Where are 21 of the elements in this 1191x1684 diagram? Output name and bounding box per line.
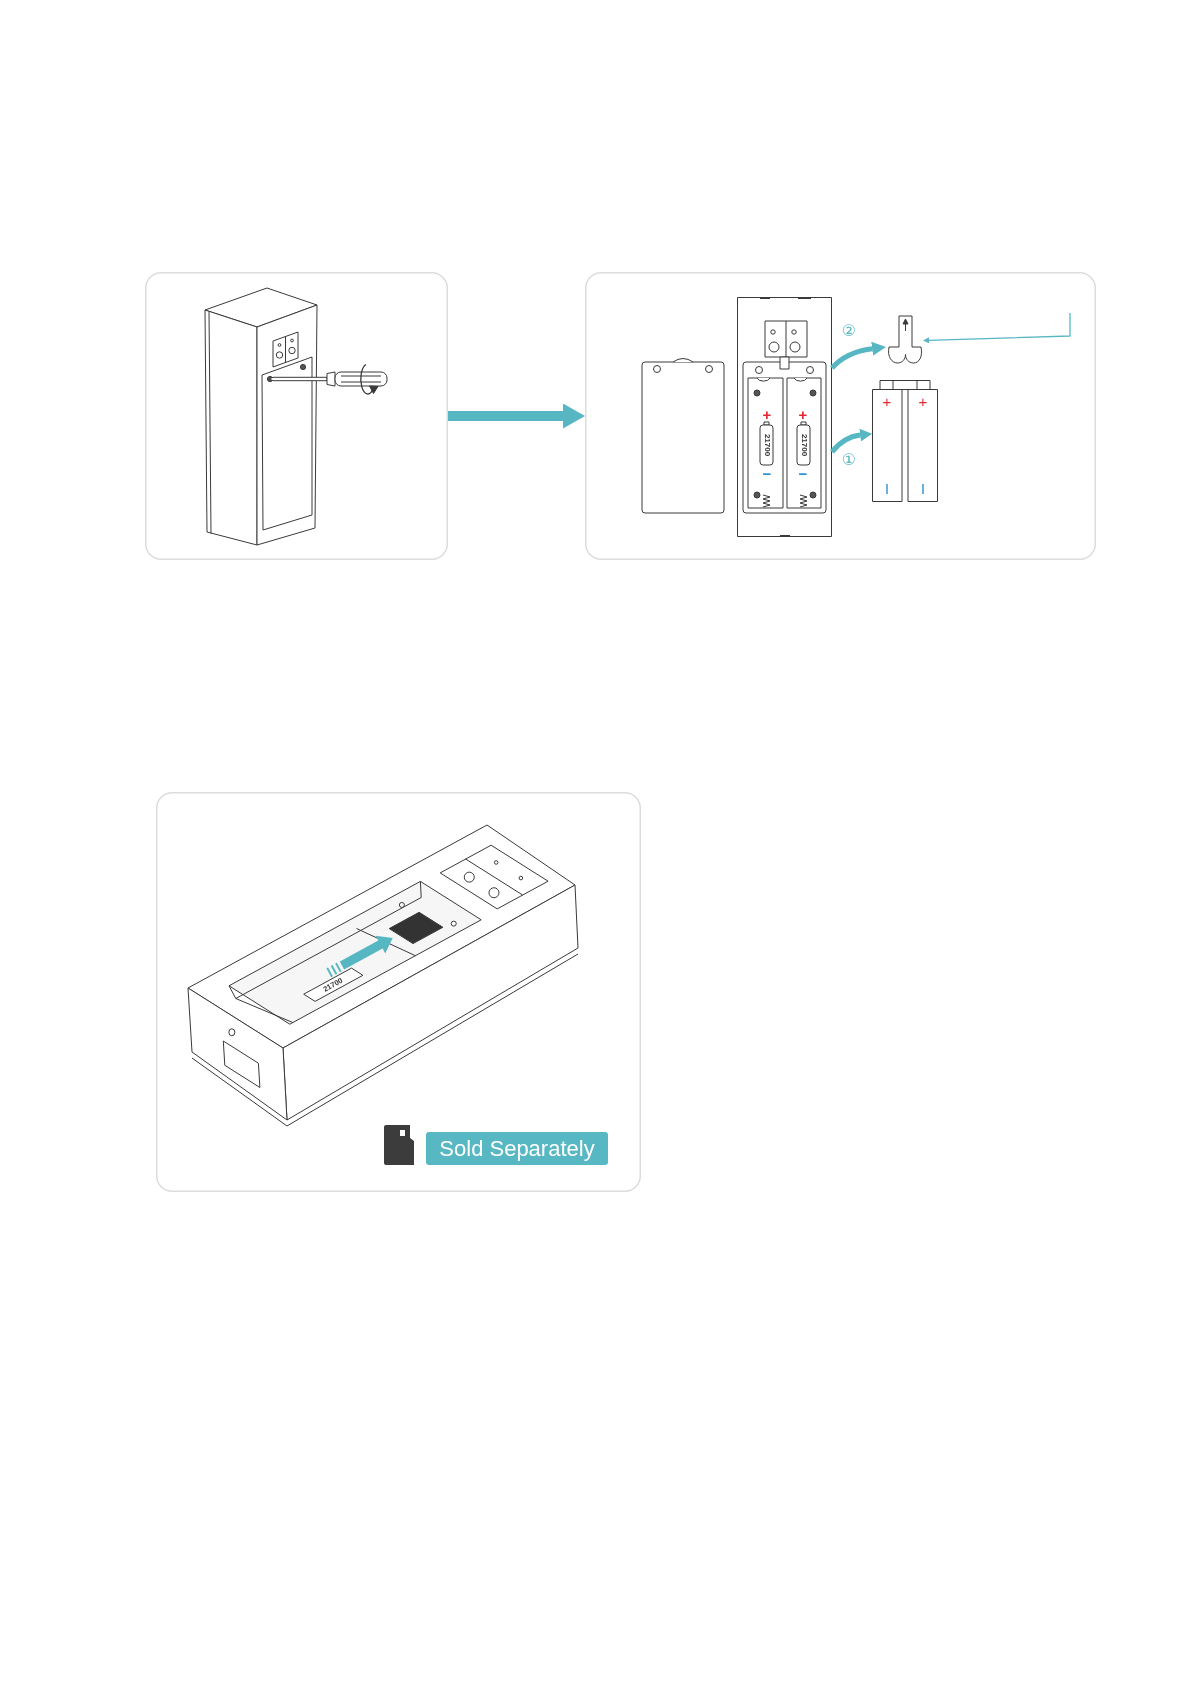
polarity-sign: −: [762, 465, 772, 481]
polarity-sign: +: [882, 393, 892, 409]
curved-arrow: [830, 428, 872, 454]
battery-marking: 21700: [762, 433, 771, 457]
step-panel: [156, 792, 641, 1192]
polarity-sign: +: [798, 406, 808, 422]
polarity-sign: −: [798, 465, 808, 481]
hook-tool-drawing: [886, 315, 923, 364]
note-badge: Sold Separately: [426, 1132, 608, 1165]
edge-label: ①: [840, 452, 858, 468]
edge-label: ②: [840, 323, 858, 339]
polarity-sign: +: [762, 406, 772, 422]
step-panel: [145, 272, 448, 560]
arrow: [448, 403, 585, 429]
polarity-sign: +: [918, 393, 928, 409]
step-panel: [585, 272, 1096, 560]
battery-marking: 21700: [799, 433, 808, 457]
leader-line: [923, 312, 1071, 344]
battery-pair-drawing: [872, 380, 938, 502]
doorbell-drawing: [737, 297, 832, 537]
curved-arrow: [830, 341, 886, 370]
